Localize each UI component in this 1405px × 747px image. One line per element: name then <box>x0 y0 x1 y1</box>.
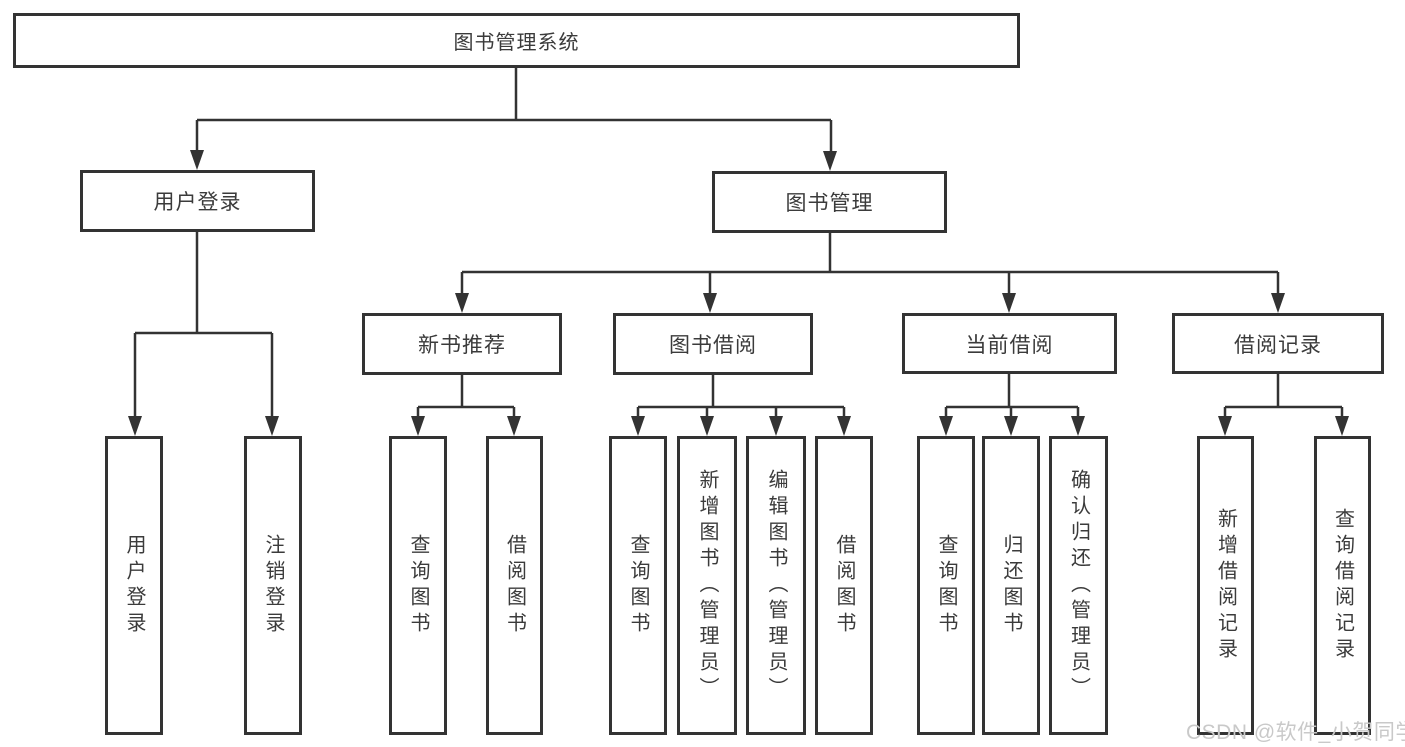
node-label: 新书推荐 <box>418 334 506 357</box>
node-label: 图书管理 <box>785 192 874 215</box>
node-label: 当前借阅 <box>965 333 1054 357</box>
node-label: 查询图书 <box>407 533 429 638</box>
node-label: 图书管理系统 <box>453 32 580 54</box>
node-label: 用户登录 <box>153 191 242 214</box>
leaf-confirm-return-admin: 确认归还（管理员） <box>1049 436 1108 735</box>
leaf-add-borrow-record: 新增借阅记录 <box>1197 436 1254 735</box>
csdn-watermark: CSDN @软件_小贺同学 <box>1186 721 1405 744</box>
node-label: 归还图书 <box>1000 533 1022 638</box>
leaf-borrow-books: 借阅图书 <box>815 436 873 735</box>
leaf-query-books-recommend: 查询图书 <box>389 436 447 735</box>
leaf-edit-book-admin: 编辑图书（管理员） <box>746 436 806 735</box>
node-label: 新增借阅记录 <box>1214 507 1237 664</box>
node-label: 查询图书 <box>935 533 957 638</box>
node-label: 新增图书（管理员） <box>696 468 718 703</box>
node-user-login: 用户登录 <box>80 170 315 232</box>
node-label: 图书借阅 <box>669 334 757 357</box>
leaf-logout: 注销登录 <box>244 436 302 735</box>
node-label: 查询借阅记录 <box>1331 507 1354 664</box>
leaf-return-book: 归还图书 <box>982 436 1040 735</box>
node-label: 借阅记录 <box>1234 333 1322 357</box>
node-book-management: 图书管理 <box>712 171 947 233</box>
node-label: 查询图书 <box>627 533 649 638</box>
leaf-query-books-current: 查询图书 <box>917 436 975 735</box>
leaf-query-borrow-record: 查询借阅记录 <box>1314 436 1371 735</box>
node-label: 用户登录 <box>123 533 145 638</box>
node-book-borrow: 图书借阅 <box>613 313 813 375</box>
node-label: 确认归还（管理员） <box>1067 468 1090 703</box>
node-borrow-records: 借阅记录 <box>1172 313 1384 374</box>
node-label: 借阅图书 <box>503 533 526 638</box>
arrowheads <box>128 150 1349 436</box>
node-current-borrow: 当前借阅 <box>902 313 1117 374</box>
node-library-management-system: 图书管理系统 <box>13 13 1020 68</box>
leaf-borrow-books-recommend: 借阅图书 <box>486 436 543 735</box>
connector-segments <box>133 68 1344 421</box>
node-label: 编辑图书（管理员） <box>765 468 787 703</box>
leaf-user-login: 用户登录 <box>105 436 163 735</box>
node-label: 借阅图书 <box>833 533 855 638</box>
node-new-book-recommend: 新书推荐 <box>362 313 562 375</box>
node-label: 注销登录 <box>262 533 284 638</box>
leaf-add-book-admin: 新增图书（管理员） <box>677 436 737 735</box>
leaf-query-books-borrow: 查询图书 <box>609 436 667 735</box>
